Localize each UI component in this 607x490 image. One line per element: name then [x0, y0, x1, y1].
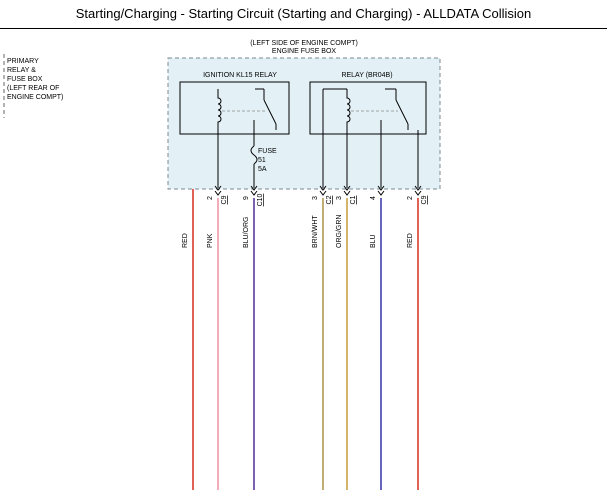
fuse-box-location: (LEFT SIDE OF ENGINE COMPT) — [250, 40, 358, 47]
primary-box-label: PRIMARY RELAY & FUSE BOX (LEFT REAR OF E… — [7, 58, 63, 101]
fuse-label-line-2: 51 — [258, 157, 266, 164]
pin-number-6: 2 — [407, 196, 414, 200]
connector-id-2: C10 — [257, 193, 264, 206]
wire-color-label-3: BRN/WHT — [312, 215, 319, 248]
fuse-label-line-1: FUSE — [258, 148, 277, 155]
primary-box-line-3: FUSE BOX — [7, 76, 43, 83]
title-divider — [0, 28, 607, 29]
wire-color-label-0: RED — [182, 233, 189, 248]
primary-box-line-2: RELAY & — [7, 67, 36, 74]
pin-number-3: 3 — [312, 196, 319, 200]
internal-connections — [217, 88, 419, 188]
relay-2-box — [309, 81, 427, 135]
relay-2-label: RELAY (BR04B) — [341, 72, 392, 79]
fuse-label-line-3: 5A — [258, 166, 267, 173]
pin-number-5: 4 — [370, 196, 377, 200]
primary-box-line-1: PRIMARY — [7, 58, 39, 65]
wire-color-label-2: BLU/ORG — [243, 216, 250, 248]
fuse-box-name: ENGINE FUSE BOX — [272, 48, 337, 55]
wire-color-label-5: BLU — [370, 234, 377, 248]
pin-number-1: 2 — [207, 196, 214, 200]
connector-terminal-6 — [414, 185, 422, 196]
relay-1-switch — [255, 88, 277, 130]
fuse-symbol — [250, 145, 258, 165]
connector-id-6: C9 — [421, 195, 428, 204]
connector-terminal-3 — [319, 185, 327, 196]
primary-box-line-5: ENGINE COMPT) — [7, 94, 63, 101]
connector-id-1: C9 — [221, 195, 228, 204]
wire-color-label-6: RED — [407, 233, 414, 248]
primary-box-line-4: (LEFT REAR OF — [7, 85, 59, 92]
connector-id-4: C1 — [350, 195, 357, 204]
pin-number-4: 3 — [336, 196, 343, 200]
relay-2-coil — [346, 89, 351, 125]
connector-terminal-5 — [377, 185, 385, 196]
pin-number-2: 9 — [243, 196, 250, 200]
relay-1-label: IGNITION KL15 RELAY — [203, 72, 277, 79]
relay-1-box — [179, 81, 290, 135]
fuse-label: FUSE 51 5A — [258, 148, 279, 173]
wire-color-label-4: ORG/GRN — [336, 215, 343, 248]
wire-color-label-1: PNK — [207, 233, 214, 248]
connector-terminal-2 — [250, 185, 258, 196]
relay-1-coil — [217, 89, 222, 125]
connector-terminal-1 — [214, 185, 222, 196]
connector-terminal-4 — [343, 185, 351, 196]
relay-2-switch — [385, 88, 409, 130]
connector-id-3: C2 — [326, 195, 333, 204]
page-title: Starting/Charging - Starting Circuit (St… — [75, 6, 532, 21]
